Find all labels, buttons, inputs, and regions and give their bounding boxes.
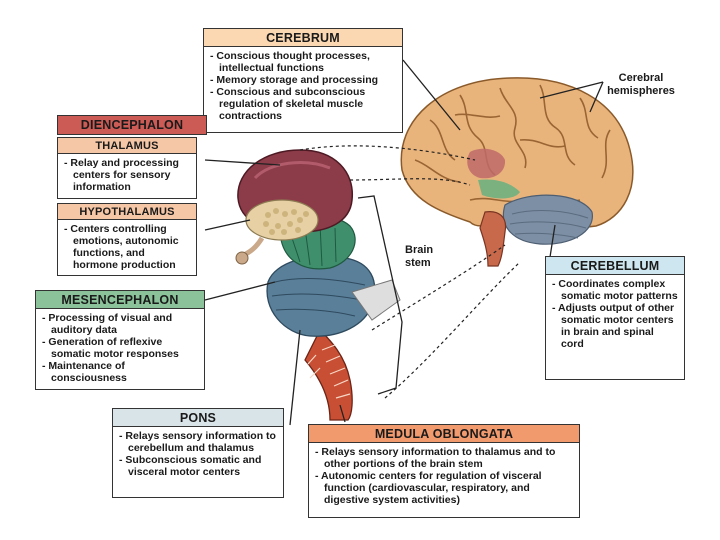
cerebrum-item-1: Conscious thought processes, intellectua…	[210, 50, 396, 74]
pons-item-2: Subconscious somatic and visceral motor …	[119, 454, 277, 478]
cerebellum-list: Coordinates complex somatic motor patter…	[546, 275, 684, 353]
mesencephalon-box: MESENCEPHALON Processing of visual and a…	[35, 290, 205, 390]
cerebrum-item-3: Conscious and subconscious regulation of…	[210, 86, 396, 122]
thalamus-list: Relay and processing centers for sensory…	[58, 154, 196, 196]
pons-title: PONS	[113, 409, 283, 427]
medulla-title: MEDULA OBLONGATA	[309, 425, 579, 443]
diencephalon-title: DIENCEPHALON	[80, 118, 184, 132]
mesencephalon-title: MESENCEPHALON	[36, 291, 204, 309]
diencephalon-title-box: DIENCEPHALON	[57, 115, 207, 135]
mesencephalon-item-1: Processing of visual and auditory data	[42, 312, 198, 336]
brain-stem-bracket	[357, 195, 403, 395]
brain-stem-label: Brain stem	[405, 244, 434, 269]
cerebellum-item-2: Adjusts output of other somatic motor ce…	[552, 302, 678, 350]
hypothalamus-item-1: Centers controlling emotions, autonomic …	[64, 223, 190, 271]
thalamus-box: THALAMUS Relay and processing centers fo…	[57, 137, 197, 199]
mesencephalon-list: Processing of visual and auditory data G…	[36, 309, 204, 387]
cerebellum-box: CEREBELLUM Coordinates complex somatic m…	[545, 256, 685, 380]
thalamus-title: THALAMUS	[58, 138, 196, 154]
brain-stem-model	[235, 149, 401, 421]
pons-box: PONS Relays sensory information to cereb…	[112, 408, 284, 498]
mesencephalon-item-3: Maintenance of consciousness	[42, 360, 198, 384]
cerebrum-box: CEREBRUM Conscious thought processes, in…	[203, 28, 403, 133]
leader-lines	[204, 59, 604, 426]
medulla-item-1: Relays sensory information to thalamus a…	[315, 446, 573, 470]
cerebellum-item-1: Coordinates complex somatic motor patter…	[552, 278, 678, 302]
medulla-item-2: Autonomic centers for regulation of visc…	[315, 470, 573, 506]
cerebrum-title: CEREBRUM	[204, 29, 402, 47]
hypothalamus-title: HYPOTHALAMUS	[58, 204, 196, 220]
cerebrum-item-2: Memory storage and processing	[210, 74, 396, 86]
hypothalamus-list: Centers controlling emotions, autonomic …	[58, 220, 196, 274]
pons-list: Relays sensory information to cerebellum…	[113, 427, 283, 481]
hypothalamus-box: HYPOTHALAMUS Centers controlling emotion…	[57, 203, 197, 276]
medulla-list: Relays sensory information to thalamus a…	[309, 443, 579, 509]
pons-item-1: Relays sensory information to cerebellum…	[119, 430, 277, 454]
cerebral-hemispheres-label: Cerebral hemispheres	[607, 72, 675, 97]
whole-brain-lateral-view	[400, 77, 634, 267]
cerebellum-title: CEREBELLUM	[546, 257, 684, 275]
medulla-box: MEDULA OBLONGATA Relays sensory informat…	[308, 424, 580, 518]
projection-lines	[299, 145, 521, 399]
cerebrum-list: Conscious thought processes, intellectua…	[204, 47, 402, 125]
mesencephalon-item-2: Generation of reflexive somatic motor re…	[42, 336, 198, 360]
thalamus-item-1: Relay and processing centers for sensory…	[64, 157, 190, 193]
